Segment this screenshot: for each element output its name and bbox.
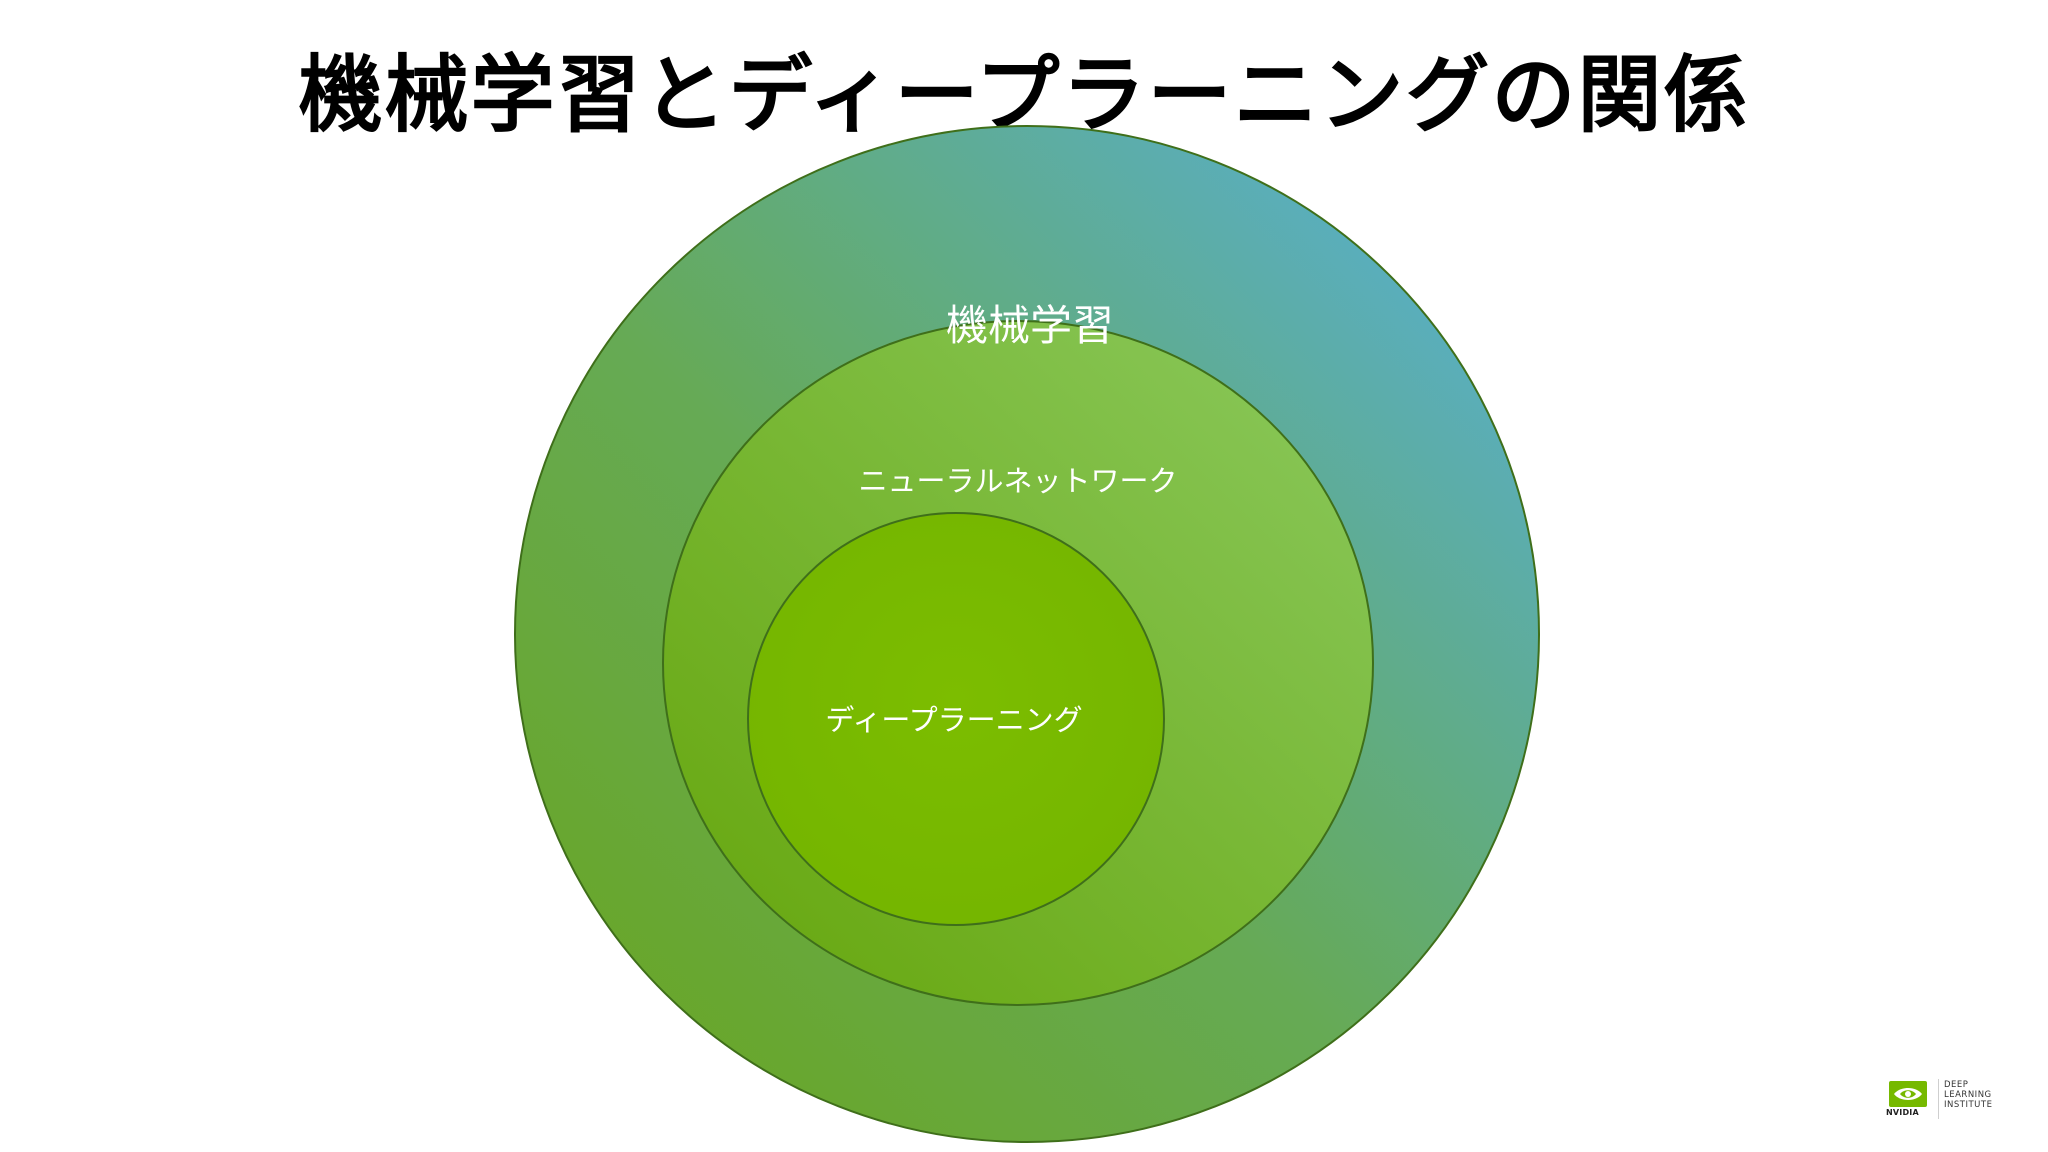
- dli-line-1: DEEP: [1944, 1080, 1969, 1090]
- dli-line-2: LEARNING: [1944, 1090, 1992, 1100]
- nvidia-wordmark: NVIDIA: [1886, 1108, 1919, 1117]
- dli-text: DEEP LEARNING INSTITUTE: [1944, 1080, 1992, 1110]
- logo-divider: [1938, 1079, 1939, 1119]
- deep-learning-circle: [747, 512, 1165, 926]
- dli-line-3: INSTITUTE: [1944, 1100, 1993, 1110]
- deep-learning-label: ディープラーニング: [825, 703, 1082, 737]
- nvidia-eye-icon: [1889, 1081, 1927, 1107]
- nvidia-dli-logo: NVIDIA DEEP LEARNING INSTITUTE: [1886, 1079, 2006, 1119]
- machine-learning-label: 機械学習: [946, 301, 1114, 350]
- neural-network-label: ニューラルネットワーク: [858, 464, 1177, 498]
